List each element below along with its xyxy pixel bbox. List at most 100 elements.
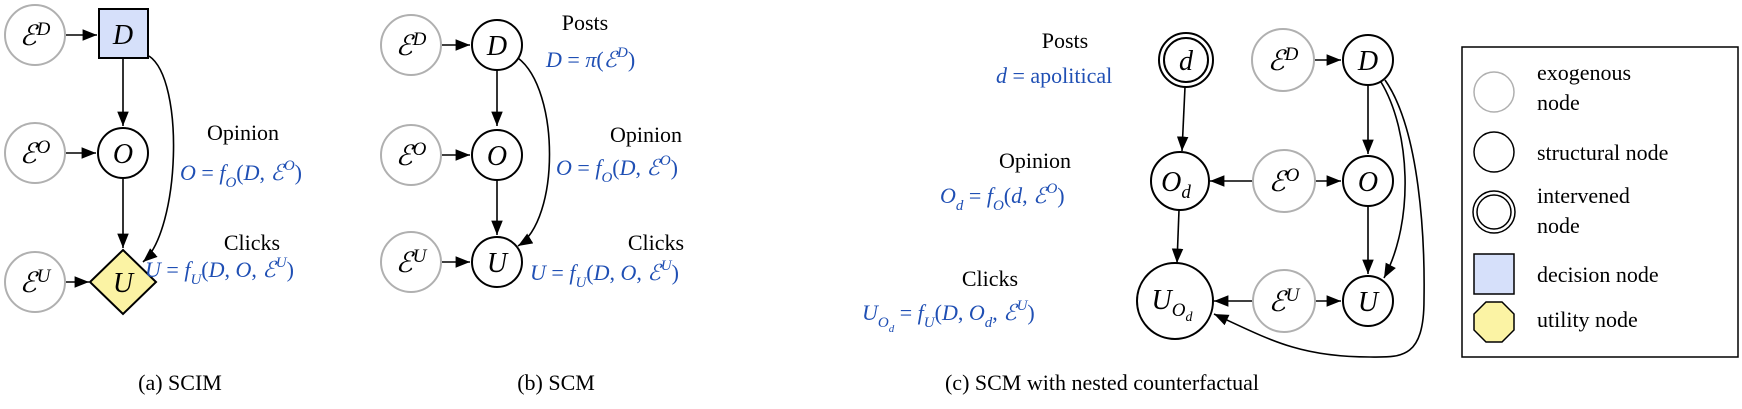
math-segment: f (219, 160, 228, 185)
exogenous-node-eO (380, 124, 442, 186)
math-segment: = (562, 47, 585, 72)
math-segment: ℰ (20, 268, 40, 299)
structural-node-D (1342, 34, 1394, 86)
clicks-label: Clicks (962, 266, 1018, 291)
math-segment: ( (935, 300, 942, 325)
node-label-O: O (487, 141, 507, 172)
structural-node-UOd (1136, 262, 1214, 340)
posts-label: Posts (1042, 28, 1088, 53)
posts-label: Posts (562, 10, 608, 35)
math-segment: U (487, 248, 509, 279)
math-segment: f (184, 257, 193, 282)
math-segment: ℰ (20, 21, 40, 52)
math-segment: O (1046, 181, 1057, 197)
caption-b: (b) SCM (517, 370, 595, 395)
math-segment: O (969, 300, 985, 325)
math-segment: U (113, 268, 135, 299)
math-segment: ℰ (1003, 300, 1019, 325)
math-segment: U (862, 300, 880, 325)
panel-c-nested-counterfactual: d ℰD D Od ℰO O UOd ℰU U Posts d = apolit… (862, 28, 1425, 395)
node-label-D: D (112, 20, 133, 51)
clicks-equation: U = fU(D, O, ℰU) (530, 258, 679, 291)
math-segment: U (276, 255, 288, 271)
legend-exogenous-label-line2: node (1537, 90, 1580, 115)
node-label-eD: ℰD (396, 29, 427, 62)
math-segment: ℰ (1033, 183, 1049, 208)
math-segment: O (601, 170, 612, 186)
node-label-U: U (487, 248, 509, 279)
math-segment: ℰ (396, 248, 416, 279)
math-segment: U (530, 260, 548, 285)
math-segment: O (878, 315, 889, 331)
math-segment: = (963, 183, 986, 208)
legend: exogenous node structural node intervene… (1461, 46, 1739, 358)
math-segment: U (37, 266, 52, 287)
node-label-eU: ℰU (20, 266, 52, 299)
math-segment: = (546, 260, 569, 285)
math-segment: O (413, 139, 427, 160)
math-segment: D (208, 257, 225, 282)
clicks-label: Clicks (628, 230, 684, 255)
legend-exogenous-icon (1473, 71, 1515, 113)
node-label-O: O (1358, 167, 1378, 198)
math-segment: d (889, 323, 895, 335)
math-segment: U (575, 275, 587, 291)
math-segment: U (661, 258, 673, 274)
math-segment: ( (201, 257, 208, 282)
exogenous-node-eU (1252, 269, 1316, 333)
math-segment: U (1017, 298, 1029, 314)
math-segment: ) (628, 47, 635, 72)
math-segment: π (585, 47, 597, 72)
math-segment: f (595, 155, 604, 180)
node-label-d: d (1179, 46, 1194, 77)
math-segment: O (487, 141, 507, 172)
node-label-eU: ℰU (396, 246, 428, 279)
panel-a-scim: ℰD D ℰO O ℰU U Opinion O = fO(D, ℰO) Cli… (4, 4, 302, 395)
math-segment: O (180, 160, 196, 185)
edge-Od-UOd (1171, 209, 1184, 264)
math-segment: , (610, 260, 621, 285)
legend-intervened-label-line1: intervened (1537, 183, 1630, 208)
math-segment: , (260, 160, 271, 185)
math-segment: = (161, 257, 184, 282)
math-segment: ( (596, 47, 603, 72)
exogenous-node-eO (4, 122, 66, 184)
math-segment: ℰ (1268, 46, 1288, 77)
math-segment: O (1172, 300, 1186, 321)
math-segment: U (413, 246, 428, 267)
legend-intervened-label-line2: node (1537, 213, 1580, 238)
math-segment: D (486, 31, 507, 62)
math-segment: ) (1027, 300, 1034, 325)
opinion-equation: O = fO(D, ℰO) (556, 153, 678, 186)
math-segment: = (894, 300, 917, 325)
math-segment: , (225, 257, 236, 282)
math-segment: U (924, 315, 936, 331)
math-segment: O (1358, 167, 1378, 198)
opinion-label: Opinion (999, 148, 1071, 173)
math-segment: O (236, 257, 252, 282)
math-segment: U (145, 257, 163, 282)
utility-node-U (88, 248, 158, 316)
exogenous-node-eD (1251, 28, 1315, 92)
math-segment: O (1161, 167, 1181, 198)
math-segment: O (113, 139, 133, 170)
legend-structural-label: structural node (1537, 140, 1668, 165)
edge-D-U (1380, 81, 1406, 279)
math-segment: D (545, 47, 562, 72)
opinion-label: Opinion (610, 122, 682, 147)
node-label-UOd: UOd (1152, 285, 1194, 325)
decision-node-D (98, 8, 149, 59)
clicks-equation: U = fU(D, O, ℰU) (145, 255, 294, 288)
math-segment: D (36, 19, 51, 40)
opinion-label: Opinion (207, 120, 279, 145)
opinion-equation: Od = fO(d, ℰO) (940, 181, 1065, 214)
edge-d-Od (1176, 86, 1189, 152)
math-segment: U (1286, 285, 1301, 306)
math-segment: , (958, 300, 969, 325)
math-segment: ( (1004, 183, 1011, 208)
structural-node-O (471, 129, 523, 181)
math-segment: = apolitical (1007, 63, 1112, 88)
math-segment: ℰ (647, 260, 663, 285)
math-segment: U (190, 272, 202, 288)
math-segment: D (1357, 46, 1378, 77)
